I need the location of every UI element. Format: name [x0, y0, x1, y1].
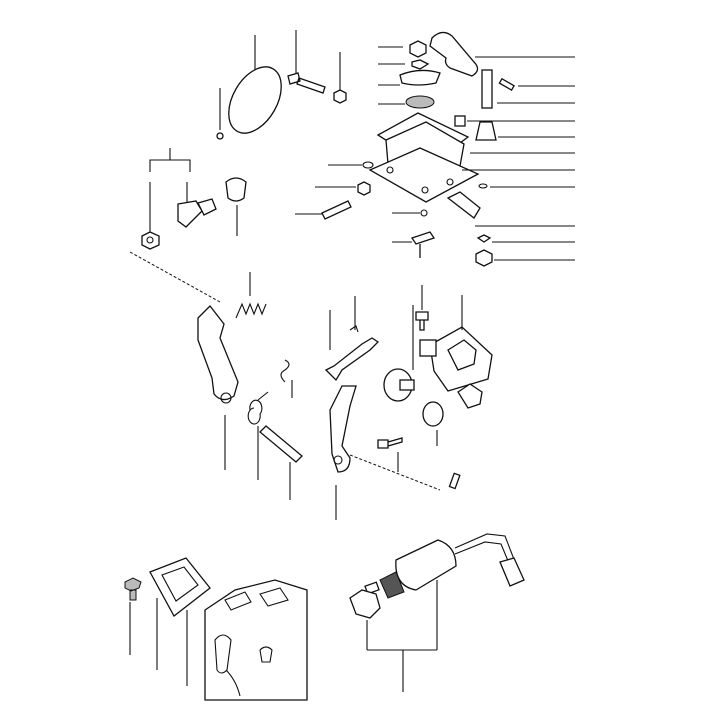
gasket [368, 147, 480, 203]
top-left-parts [129, 30, 347, 303]
nut [357, 181, 371, 196]
o-ring [228, 66, 282, 134]
pin [498, 77, 515, 91]
cube [419, 339, 437, 357]
top-right-assembly [295, 31, 575, 267]
block-detail [214, 587, 289, 674]
bolt [321, 200, 352, 220]
ball [216, 132, 224, 140]
bolt [377, 437, 403, 449]
ring [405, 95, 435, 109]
group-bracket [367, 649, 437, 692]
bracket [324, 337, 380, 382]
shaft [481, 69, 493, 109]
nut [141, 231, 160, 250]
pin [448, 472, 461, 490]
washer [411, 59, 430, 70]
clip [280, 359, 290, 383]
group-bracket [149, 148, 191, 172]
cap [475, 121, 497, 141]
solenoid-thread [379, 571, 405, 599]
right-leader-lines [295, 46, 575, 261]
o-ring [362, 161, 374, 169]
pivot-hole [333, 455, 343, 465]
center-lever [329, 385, 357, 473]
plate-lever [399, 69, 441, 86]
cylinder [422, 401, 444, 427]
bushing [225, 177, 247, 202]
connector [499, 557, 525, 587]
nut [475, 249, 493, 267]
hole [386, 166, 394, 174]
torsion-spring [247, 391, 269, 425]
nut [333, 89, 347, 104]
o-ring [478, 183, 488, 189]
screw [415, 311, 429, 331]
bolt [287, 72, 326, 94]
lever [446, 191, 481, 219]
hex-nut [349, 589, 381, 619]
shaft-lever [410, 231, 436, 258]
bolt [177, 198, 217, 228]
nut [409, 40, 427, 58]
wire [454, 533, 516, 569]
hole [421, 186, 429, 194]
middle-linkage [197, 272, 461, 520]
washer [476, 234, 492, 243]
nut-hole [146, 236, 154, 244]
ball [420, 209, 428, 217]
pin [259, 425, 303, 463]
solenoid-tip [364, 581, 380, 595]
bottom-left-parts [124, 557, 308, 701]
pivot-hole [220, 392, 232, 404]
spring [235, 302, 267, 319]
screw-head [454, 115, 466, 127]
block [447, 339, 477, 371]
solenoid-group [349, 533, 525, 692]
disc-shaft [399, 379, 415, 391]
lever-arm [429, 31, 479, 77]
gasket-inner [161, 566, 199, 602]
engine-block [204, 579, 308, 701]
block-detail [225, 669, 241, 697]
gasket [149, 557, 211, 617]
small-block [457, 383, 483, 409]
middle-right-parts [377, 285, 493, 472]
clip [349, 325, 359, 333]
bolt [124, 577, 142, 601]
assembly-line [349, 454, 441, 491]
solenoid-body [395, 539, 457, 591]
hole [446, 178, 454, 186]
left-lever [197, 305, 239, 401]
assembly-line [129, 251, 221, 303]
